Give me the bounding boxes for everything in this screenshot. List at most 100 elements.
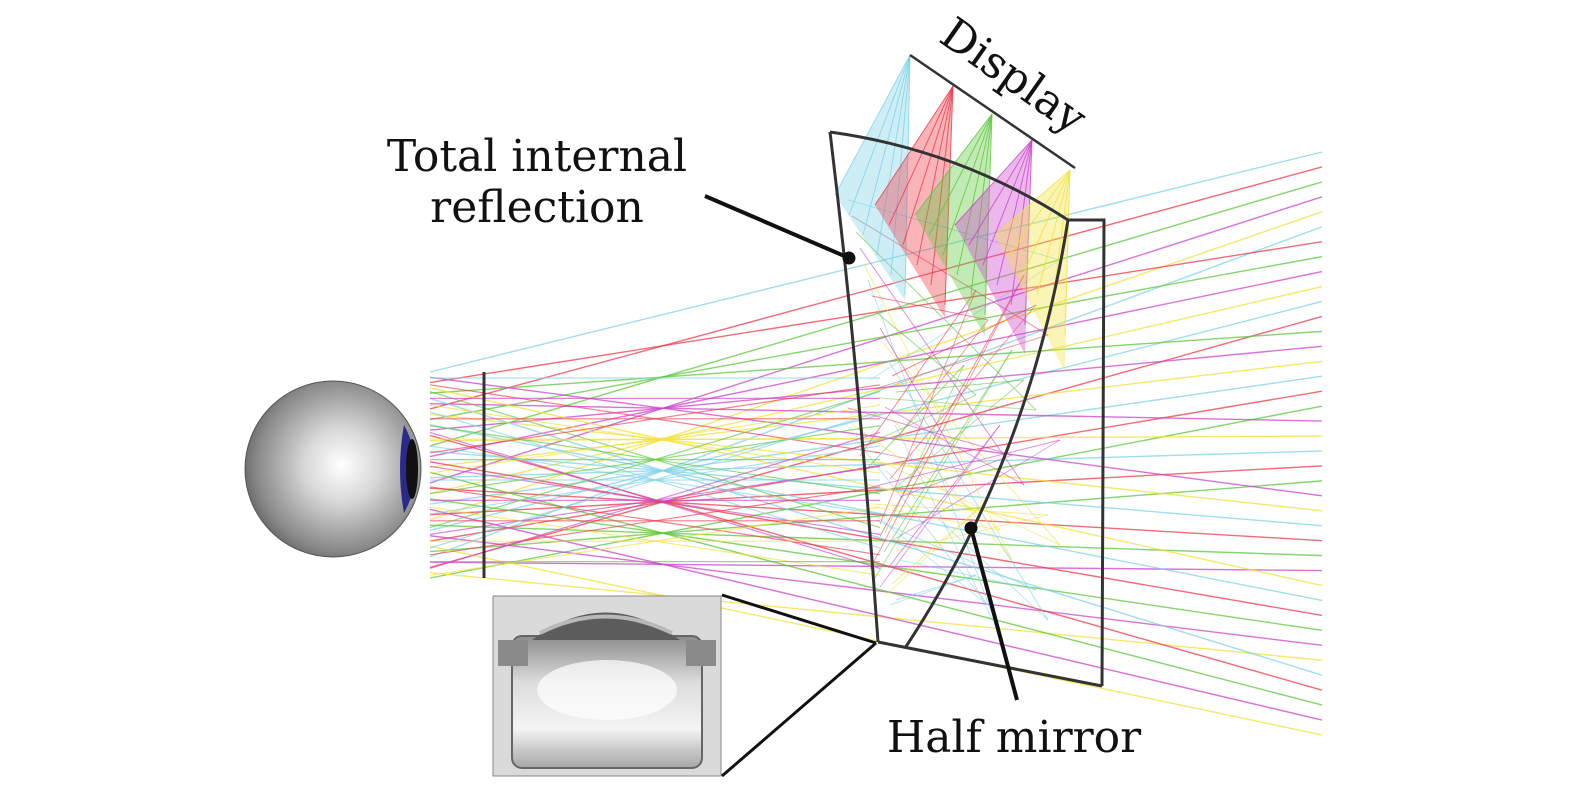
exit-ray	[429, 376, 1323, 497]
prism-ray	[879, 274, 1025, 537]
prism-bottom-surface	[877, 640, 1103, 688]
display-ray	[1022, 169, 1071, 276]
tir-point-marker	[842, 251, 856, 265]
prism-ray	[891, 499, 989, 585]
eye-ray	[429, 506, 881, 576]
display-ray	[1036, 169, 1071, 296]
eye-ray	[429, 404, 881, 474]
prism-ray	[887, 424, 1001, 569]
half-mirror-leader	[969, 527, 1019, 701]
prism-ray	[879, 424, 1001, 588]
half-mirror-surface	[903, 219, 1070, 649]
prism-top-surface	[829, 130, 1069, 222]
display-ray	[996, 139, 1033, 286]
leader-lines	[704, 194, 1019, 778]
display-label: Display	[931, 8, 1096, 145]
eye-ray	[429, 431, 881, 569]
prism-ray	[855, 231, 1037, 411]
display-cone	[835, 55, 910, 300]
exit-ray	[429, 405, 1323, 579]
display-ray	[914, 113, 993, 216]
exit-ray	[429, 387, 1323, 587]
prism-ray	[874, 349, 1013, 579]
display-ray	[1010, 139, 1033, 306]
exit-ray	[429, 424, 1323, 602]
display-ray	[904, 54, 911, 296]
prism-ray	[879, 289, 977, 525]
tir-label-line1: Total internal	[387, 131, 687, 182]
prism-ray	[863, 364, 965, 473]
prism-ray	[883, 349, 1013, 553]
exit-ray	[429, 226, 1323, 558]
prism-ray	[867, 279, 1001, 636]
display-ray	[994, 169, 1071, 236]
exit-ray	[429, 397, 1323, 676]
exit-ray	[429, 315, 1323, 569]
display-ray	[928, 113, 993, 236]
prism-ray	[874, 334, 1049, 390]
display-ray	[874, 85, 954, 206]
freeform-prism-outline	[828, 53, 1106, 688]
prism-ray	[887, 359, 1049, 621]
exit-ray	[429, 402, 1323, 422]
exit-ray	[429, 255, 1323, 421]
display-ray	[1008, 169, 1071, 256]
display-ray	[876, 54, 911, 256]
exit-ray	[429, 461, 1323, 617]
photo-leader-lower	[721, 641, 877, 778]
prism-ray	[899, 319, 989, 435]
display-ray	[944, 85, 954, 306]
half-mirror-label: Half mirror	[887, 712, 1142, 763]
prism-ray	[874, 514, 989, 606]
prism-right-surface	[1068, 218, 1106, 687]
prism-ray	[883, 343, 1061, 546]
display-ray	[1064, 169, 1071, 336]
eye-ray	[429, 411, 881, 549]
exit-ray	[429, 561, 1323, 572]
display-ray	[956, 113, 993, 276]
display-ray	[834, 54, 911, 196]
exit-ray	[429, 390, 1323, 542]
display-ray	[890, 54, 911, 276]
prism-ray	[847, 199, 1061, 261]
prism-ray	[879, 397, 1037, 411]
tir-label-line2: reflection	[430, 182, 644, 233]
display-ray	[888, 85, 954, 226]
prism-ray	[899, 559, 1037, 591]
prism-ray	[859, 289, 977, 457]
eye-ray	[429, 391, 881, 529]
eye-pupil-rays	[429, 377, 881, 576]
prism-ray	[869, 259, 1061, 381]
exit-ray	[429, 465, 1323, 516]
prism-ray	[875, 311, 977, 396]
exit-ray	[429, 360, 1323, 468]
prism-ray	[871, 503, 1049, 516]
display-ray	[848, 54, 911, 216]
exit-ray	[429, 330, 1323, 394]
prism-ray	[869, 505, 1001, 531]
display-cone	[955, 140, 1032, 354]
display-ray	[930, 85, 954, 286]
prism-ray	[874, 451, 965, 471]
photo-leader-upper	[721, 593, 877, 645]
display-ray	[984, 113, 993, 316]
exit-ray	[429, 196, 1323, 484]
exit-ray	[429, 450, 1323, 527]
display-ray	[942, 113, 993, 256]
prism-ray	[889, 439, 1061, 543]
exit-ray	[429, 487, 1323, 542]
prism-ray	[884, 499, 989, 597]
display-ray	[954, 139, 1033, 226]
display-ray	[1024, 139, 1033, 326]
exit-ray	[429, 151, 1323, 373]
prism-ray	[889, 574, 977, 606]
prism-ray	[891, 304, 1037, 377]
prism-ray	[879, 327, 965, 471]
half-mirror-point-marker	[964, 521, 978, 535]
prism-ray	[899, 454, 1013, 498]
eye-ray	[429, 384, 881, 454]
eyeball-icon	[244, 380, 422, 558]
tir-leader	[704, 194, 850, 260]
display-cone	[995, 170, 1070, 372]
